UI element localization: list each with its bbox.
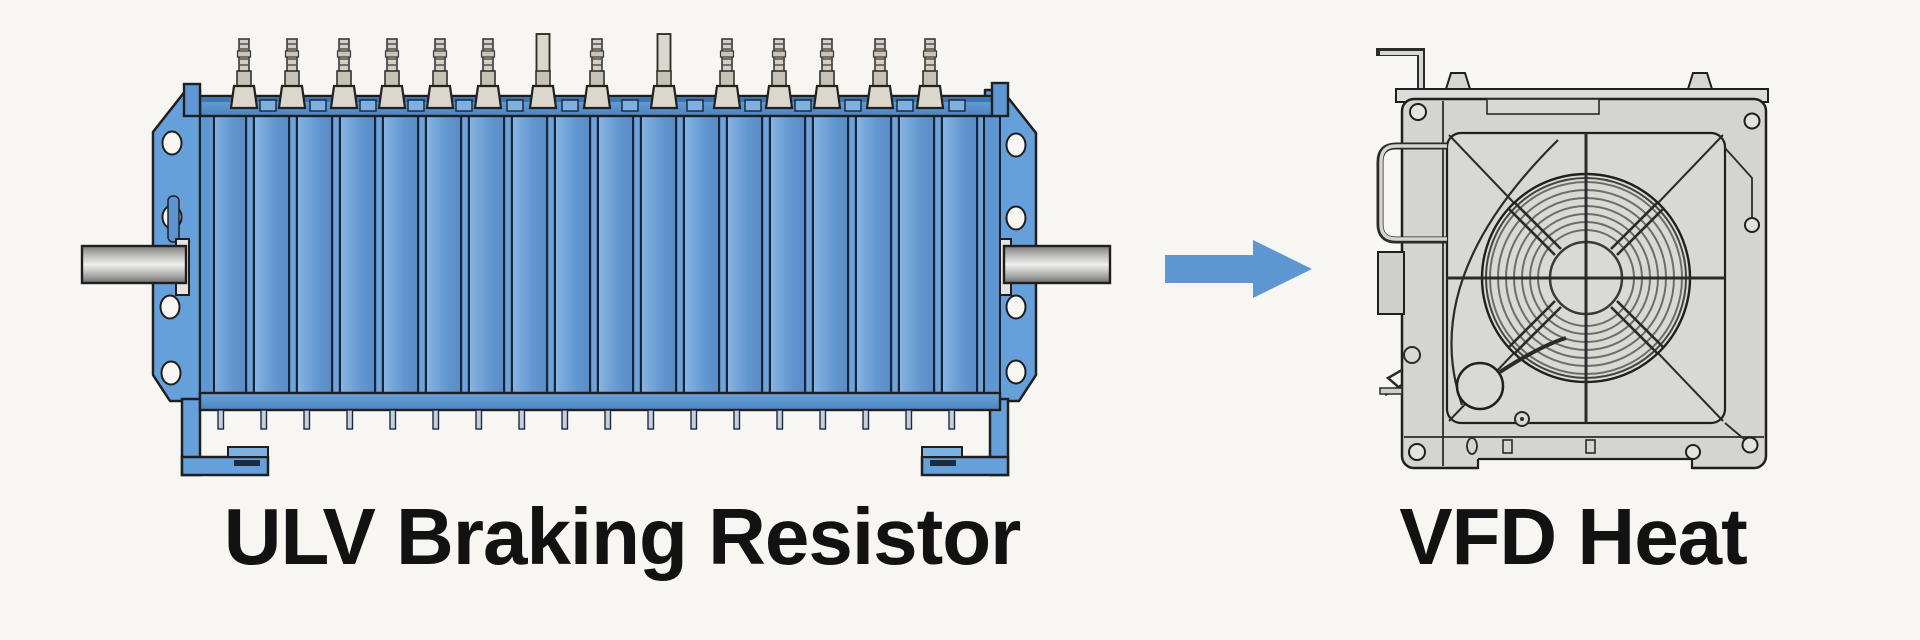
side-junction-box	[1377, 251, 1405, 315]
panel-screws	[1408, 103, 1761, 461]
carry-handle	[1376, 142, 1447, 244]
fan-guard-spokes	[1447, 133, 1725, 423]
mounting-hook	[1376, 48, 1425, 99]
rail-tabs	[259, 99, 966, 112]
blower-volute-arc	[1450, 139, 1559, 406]
resistor-terminals	[229, 32, 945, 110]
vfd-heat-unit-illustration	[1376, 48, 1769, 470]
result-label: VFD Heat	[1399, 492, 1748, 581]
flow-arrow-icon	[1165, 240, 1312, 298]
source-label: ULV Braking Resistor	[223, 492, 1021, 581]
braking-resistor-illustration	[80, 32, 1112, 477]
bottom-pins	[216, 410, 986, 432]
left-shaft	[80, 244, 188, 285]
resistor-bottom-rail	[198, 391, 1002, 412]
resistor-left-foot	[180, 397, 270, 477]
resistor-right-foot	[920, 397, 1010, 477]
resistor-fin-bank	[210, 113, 988, 395]
motor-cap	[1455, 361, 1505, 411]
right-shaft	[1002, 244, 1112, 285]
